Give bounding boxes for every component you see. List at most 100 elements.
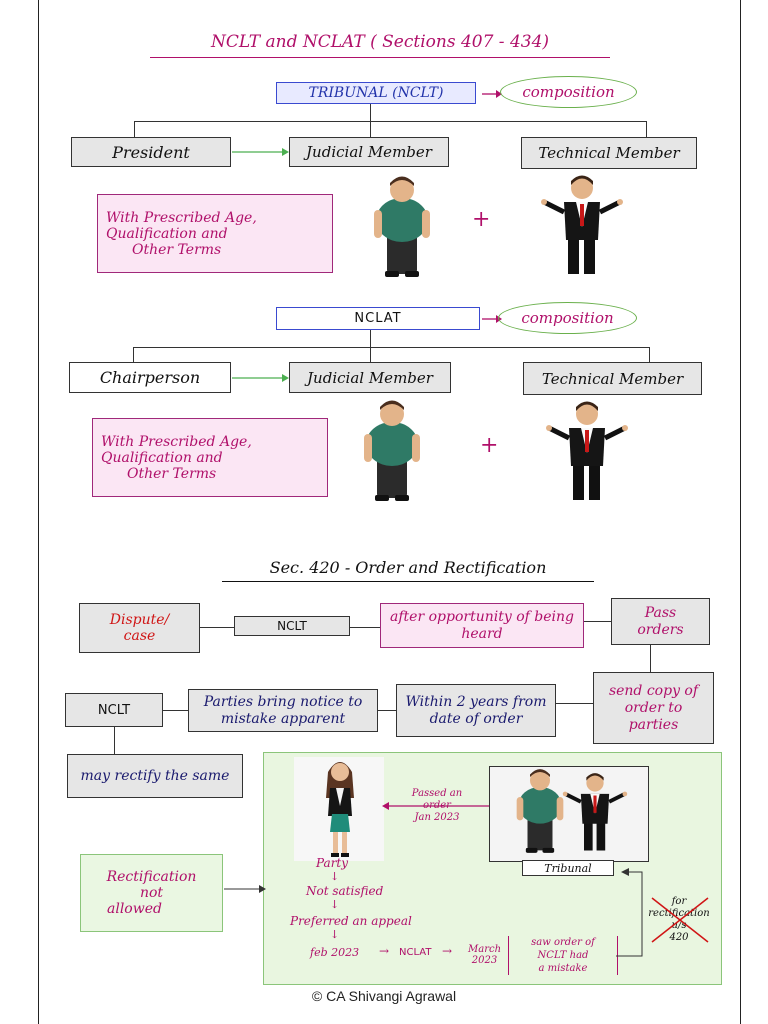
for-line: for [671,896,687,907]
nclt-rectify-label: NCLT [97,702,131,718]
rectify-label: may rectify the same [80,767,230,784]
president-arrow [232,148,289,156]
tribunal-picture [489,766,649,862]
nclt-technical-box: Technical Member [521,137,697,169]
march-label: March 2023 [468,944,501,966]
criteria-line: Qualification and [101,449,223,466]
chairperson-label: Chairperson [99,368,201,387]
judicial-member-figure [364,400,420,501]
not-allowed-line: not [139,885,164,901]
nclt-technical-label: Technical Member [538,144,680,162]
nclt-stem [370,104,371,121]
nclat-main-box: NCLAT [276,307,480,330]
appeal-label: Preferred an appeal [290,914,412,928]
passed-line: Jan 2023 [414,812,460,823]
nclat-composition-oval: composition [498,302,637,334]
flow-line [378,710,396,711]
for-line: rectification [648,908,710,919]
not-allowed-arrow [224,885,266,893]
technical-member-figure [546,401,628,500]
president-box: President [71,137,231,167]
title-underline [150,57,610,58]
nclat-drop-left [133,347,134,362]
nclt-criteria-box: With Prescribed Age, Qualification and O… [97,194,333,273]
nclt-composition-oval: composition [500,76,637,108]
nclat-technical-box: Technical Member [523,362,702,395]
flow-line [350,627,380,628]
nclt-rectify-box: NCLT [65,693,163,727]
nclat-judicial-box: Judicial Member [289,362,451,393]
party-label: Party [316,856,349,870]
bring-notice-label: Parties bring notice to mistake apparent [203,693,363,727]
nclat-example-label: NCLAT [399,947,432,958]
flow-line [556,703,593,704]
tribunal-judicial-figure [516,769,564,853]
nclat-plus-sign: + [480,433,499,458]
not-satisfied-label: Not satisfied [306,884,384,898]
not-allowed-line: Rectification [106,869,197,885]
technical-member-figure [541,175,623,274]
saw-mistake-note: saw order of NCLT had a mistake [508,936,618,975]
send-copy-box: send copy of order to parties [593,672,714,744]
opportunity-label: after opportunity of being heard [390,608,574,642]
not-allowed-line: allowed [107,901,162,917]
nclat-main-label: NCLAT [354,311,402,326]
nclt-composition-arrow [482,90,502,98]
nclat-drop-mid [370,347,371,362]
feb-label: feb 2023 [310,946,360,959]
sec420-heading: Sec. 420 - Order and Rectification [269,558,547,577]
not-allowed-box: Rectification not allowed [80,854,223,932]
nclt-main-label: TRIBUNAL (NCLT) [308,85,444,101]
opportunity-box: after opportunity of being heard [380,603,584,648]
page-title: NCLT and NCLAT ( Sections 407 - 434) [210,32,550,52]
passed-line: Passed an [411,788,463,799]
within-label: Within 2 years from date of order [405,693,547,727]
within-box: Within 2 years from date of order [396,684,556,737]
nclat-composition-label: composition [521,309,614,327]
march-line: 2023 [471,955,498,966]
nclat-drop-right [649,347,650,362]
nclt-judicial-box: Judicial Member [289,137,449,167]
cross-out-icon [651,897,709,943]
right-margin-line [740,0,741,1024]
passed-order-arrow [382,802,490,810]
rectify-box: may rectify the same [67,754,243,798]
saw-line: NCLT had [537,950,589,961]
right-arrow-icon: → [379,944,390,958]
nclt-judicial-label: Judicial Member [306,143,432,161]
nclat-branch [133,347,649,348]
right-arrow-icon: → [442,944,453,958]
pass-orders-box: Pass orders [611,598,710,645]
saw-line: saw order of [531,937,595,948]
nclat-stem [370,330,371,347]
send-copy-label: send copy of order to parties [608,682,699,733]
criteria-line: Other Terms [132,241,222,258]
criteria-line: With Prescribed Age, [101,433,252,450]
saw-line: a mistake [538,963,588,974]
nclt-flow-label: NCLT [277,619,307,633]
tribunal-technical-figure [562,773,628,851]
flow-line [650,645,651,672]
nclt-plus-sign: + [472,207,491,232]
nclt-composition-label: composition [522,83,615,101]
nclat-technical-label: Technical Member [541,369,684,388]
nclt-drop-right [646,121,647,137]
pass-orders-label: Pass orders [637,604,684,638]
bring-notice-box: Parties bring notice to mistake apparent [188,689,378,732]
left-margin-line [38,0,39,1024]
criteria-line: Other Terms [127,465,217,482]
chairperson-arrow [232,374,289,382]
for-line: u/s [671,920,687,931]
dispute-label: Dispute/ case [109,612,170,644]
march-line: March [468,944,502,955]
nclat-judicial-label: Judicial Member [307,368,433,387]
president-label: President [112,142,190,162]
criteria-line: With Prescribed Age, [106,209,257,226]
nclt-flow-box: NCLT [234,616,350,636]
flow-line [200,627,234,628]
nclt-main-box: TRIBUNAL (NCLT) [276,82,476,104]
copyright-footer: © CA Shivangi Agrawal [311,988,457,1004]
chairperson-box: Chairperson [69,362,231,393]
nclt-branch [134,121,646,122]
for-line: 420 [669,932,689,943]
